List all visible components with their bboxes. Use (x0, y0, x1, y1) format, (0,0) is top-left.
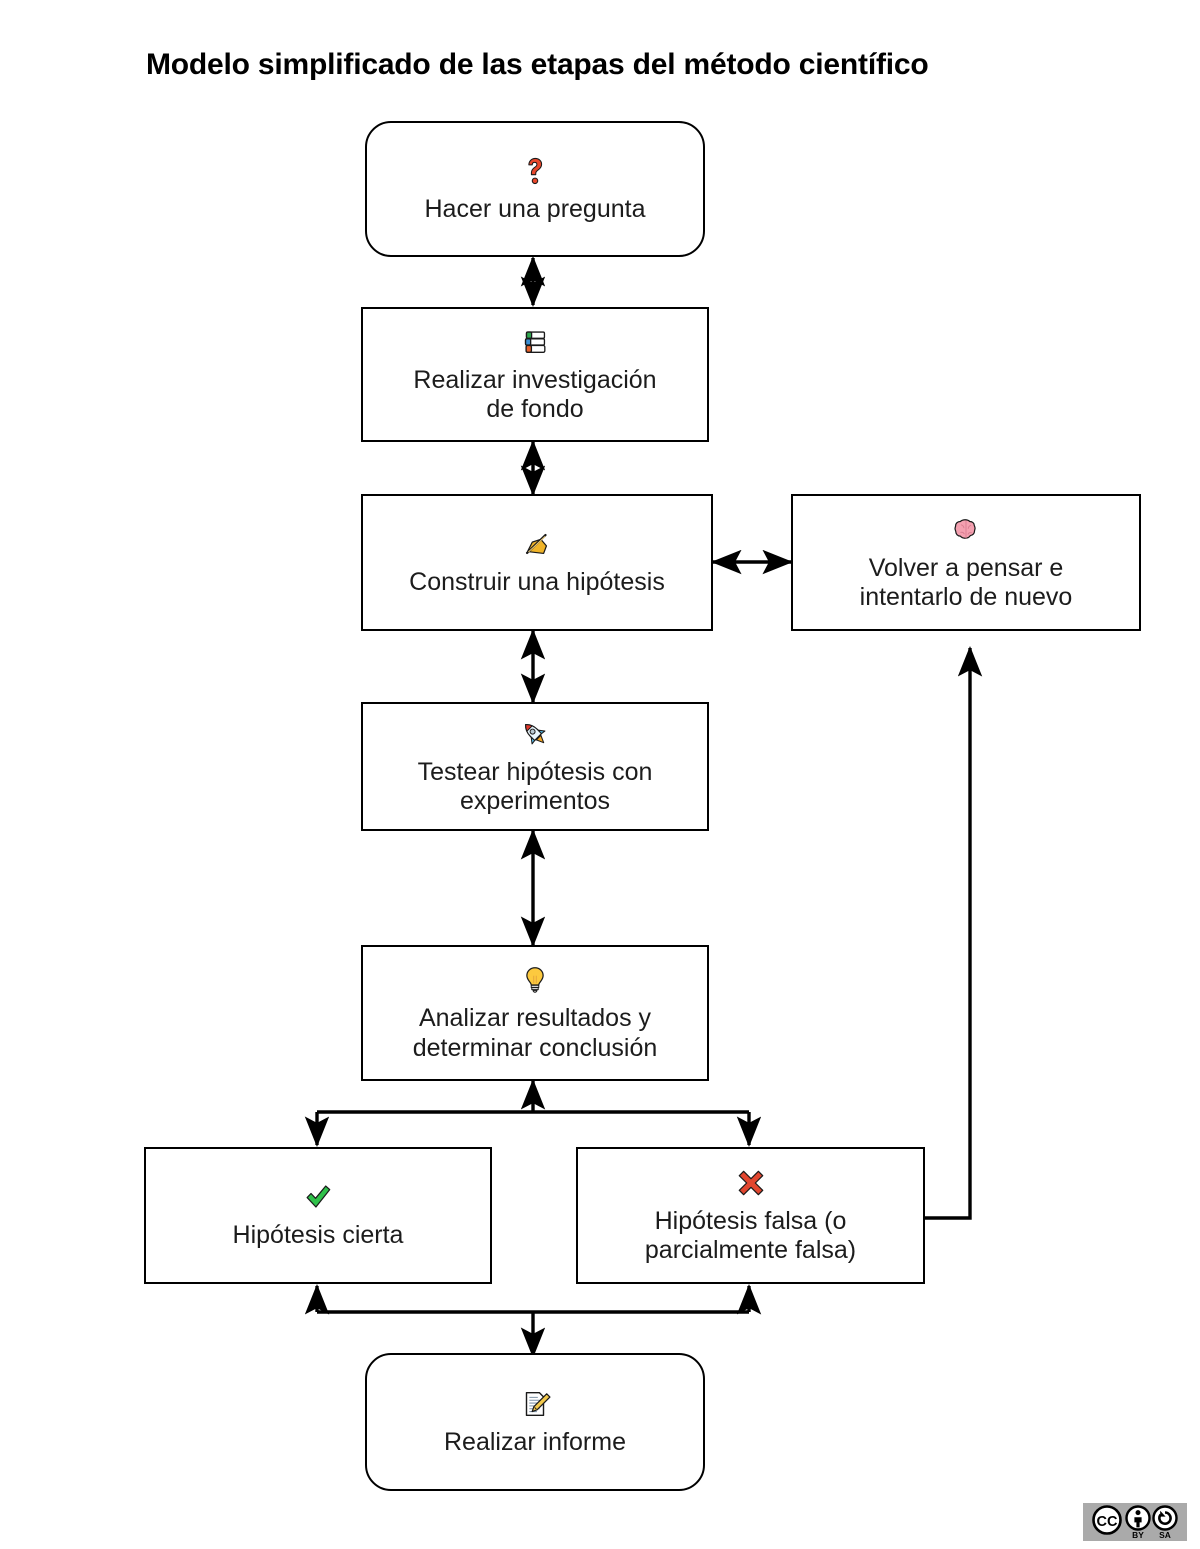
node-volver-a-pensar[interactable]: Volver a pensar e intentarlo de nuevo (791, 494, 1141, 631)
node-testear-hipotesis[interactable]: Testear hipótesis con experimentos (361, 702, 709, 831)
node-label: Realizar investigación de fondo (413, 365, 657, 424)
node-analizar-resultados[interactable]: Analizar resultados y determinar conclus… (361, 945, 709, 1081)
memo-icon (518, 1387, 552, 1424)
node-label: Volver a pensar e intentarlo de nuevo (859, 553, 1073, 612)
node-label: Testear hipótesis con experimentos (417, 757, 653, 816)
question-mark-icon (518, 154, 552, 191)
node-label: Hipótesis falsa (o parcialmente falsa) (644, 1206, 857, 1265)
page-title: Modelo simplificado de las etapas del mé… (146, 48, 929, 81)
node-realizar-investigacion-de-fondo[interactable]: Realizar investigación de fondo (361, 307, 709, 442)
node-label: Hipótesis cierta (232, 1221, 404, 1250)
node-hacer-una-pregunta[interactable]: Hacer una pregunta (365, 121, 705, 257)
node-hipotesis-falsa[interactable]: Hipótesis falsa (o parcialmente falsa) (576, 1147, 925, 1284)
cc-text: CC (1097, 1514, 1118, 1530)
brain-icon (949, 513, 983, 550)
node-hipotesis-cierta[interactable]: Hipótesis cierta (144, 1147, 492, 1284)
cross-mark-icon (734, 1166, 768, 1203)
writing-hand-icon (520, 527, 554, 564)
node-label: Realizar informe (443, 1427, 626, 1456)
by-text: BY (1132, 1530, 1144, 1540)
light-bulb-icon (518, 963, 552, 1000)
node-label: Construir una hipótesis (409, 568, 665, 597)
node-label: Hacer una pregunta (424, 194, 646, 223)
books-icon (518, 325, 552, 362)
edge-false-to-rethink (925, 645, 983, 1220)
node-construir-una-hipotesis[interactable]: Construir una hipótesis (361, 494, 713, 631)
check-mark-icon (301, 1180, 335, 1217)
node-label: Analizar resultados y determinar conclus… (412, 1004, 658, 1062)
sa-text: SA (1159, 1530, 1171, 1540)
cc-by-sa-badge[interactable]: CC BY SA (1083, 1503, 1187, 1541)
rocket-icon (518, 717, 552, 754)
node-realizar-informe[interactable]: Realizar informe (365, 1353, 705, 1491)
